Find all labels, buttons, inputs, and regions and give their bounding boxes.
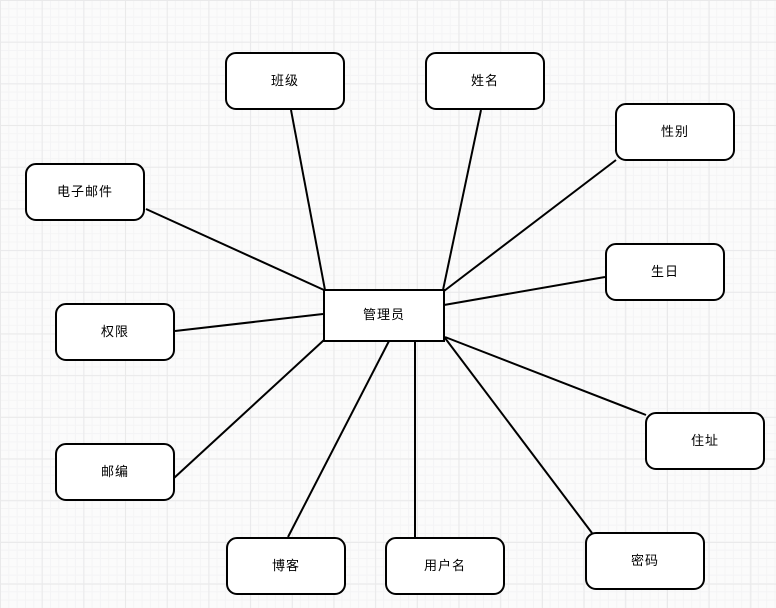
edge-xingbie <box>443 159 617 292</box>
node-yonghuming[interactable]: 用户名 <box>385 537 505 595</box>
edge-quanxian <box>174 313 324 332</box>
edge-youbian <box>173 339 325 479</box>
node-label-youbian: 邮编 <box>100 464 129 480</box>
node-label-banji: 班级 <box>270 73 299 89</box>
node-banji[interactable]: 班级 <box>225 52 345 110</box>
node-label-quanxian: 权限 <box>100 324 129 340</box>
node-label-xingming: 姓名 <box>470 73 499 89</box>
node-xingming[interactable]: 姓名 <box>425 52 545 110</box>
node-label-shengri: 生日 <box>650 264 679 280</box>
edge-boke <box>287 340 390 538</box>
node-youbian[interactable]: 邮编 <box>55 443 175 501</box>
edge-zhuzhi <box>444 336 647 416</box>
node-dianziyoujian[interactable]: 电子邮件 <box>25 163 145 221</box>
node-boke[interactable]: 博客 <box>226 537 346 595</box>
node-xingbie[interactable]: 性别 <box>615 103 735 161</box>
node-zhuzhi[interactable]: 住址 <box>645 412 765 470</box>
node-mima[interactable]: 密码 <box>585 532 705 590</box>
edge-banji <box>290 109 326 291</box>
edge-youjian <box>145 208 325 291</box>
edge-mima <box>444 337 593 534</box>
node-label-dianziyoujian: 电子邮件 <box>56 184 113 200</box>
node-quanxian[interactable]: 权限 <box>55 303 175 361</box>
edge-xingming <box>442 109 482 291</box>
node-label-boke: 博客 <box>271 558 300 574</box>
node-label-yonghuming: 用户名 <box>423 558 466 574</box>
node-shengri[interactable]: 生日 <box>605 243 725 301</box>
node-label-mima: 密码 <box>630 553 659 569</box>
node-label-xingbie: 性别 <box>660 124 689 140</box>
node-label-zhuzhi: 住址 <box>690 433 719 449</box>
node-central[interactable]: 管理员 <box>323 289 445 342</box>
edge-shengri <box>443 276 606 306</box>
node-label-central: 管理员 <box>362 308 405 323</box>
